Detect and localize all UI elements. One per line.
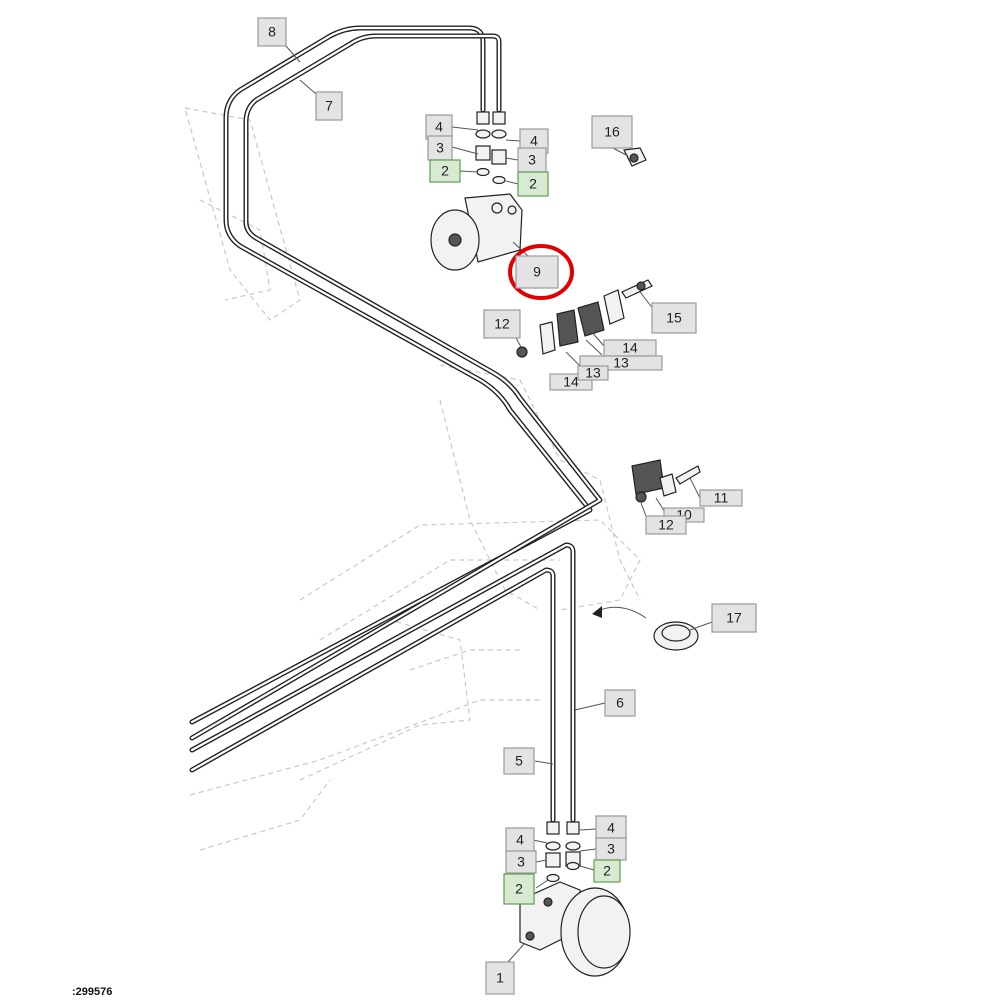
callout-box: [483, 309, 521, 339]
callout-2: 2: [517, 171, 549, 197]
callout-box: [485, 961, 515, 995]
callout-2: 2: [503, 873, 535, 905]
callout-12: 12: [483, 309, 521, 339]
callout-number: 14: [563, 374, 579, 390]
callout-number: 2: [515, 881, 523, 897]
callout-7: 7: [315, 91, 343, 121]
callout-box: [517, 147, 547, 173]
callout-4: 4: [425, 114, 453, 140]
hydraulic-line-8: [189, 25, 593, 725]
callout-3: 3: [505, 850, 537, 874]
elbow-fitting-16: [623, 147, 647, 167]
callout-9: 9: [515, 255, 559, 289]
callout-box: [591, 115, 633, 149]
direction-arrow: [594, 606, 647, 619]
clamp-assembly-upper: [516, 279, 653, 358]
callout-5: 5: [503, 747, 535, 775]
callout-box: [429, 159, 461, 183]
callout-number: 4: [516, 832, 524, 848]
callout-number: 11: [714, 490, 729, 506]
callout-11: 11: [699, 489, 743, 507]
callout-6: 6: [604, 689, 636, 717]
callout-number: 1: [496, 970, 504, 986]
callout-number: 3: [436, 140, 444, 156]
ghost-frame: [184, 107, 641, 851]
callout-box: [651, 302, 697, 334]
hydraulic-line-6: [189, 542, 576, 823]
callout-number: 12: [658, 517, 674, 533]
callout-3: 3: [595, 837, 627, 861]
clamp-assembly-lower: [631, 459, 701, 503]
callout-number: 14: [622, 340, 638, 356]
callout-number: 16: [604, 124, 620, 140]
callout-number: 7: [325, 98, 333, 114]
highlight-circle: [508, 244, 574, 300]
hydraulic-motor-part-9: [430, 193, 523, 271]
callout-number: 2: [603, 863, 611, 879]
callout-2: 2: [429, 159, 461, 183]
callout-number: 12: [494, 316, 510, 332]
callout-box: [425, 114, 453, 140]
callout-box: [593, 859, 621, 883]
callout-number: 17: [726, 610, 742, 626]
callout-box: [604, 689, 636, 717]
callout-8: 8: [257, 17, 287, 47]
lower-fittings: [545, 821, 581, 883]
callout-box: [595, 815, 627, 841]
callout-16: 16: [591, 115, 633, 149]
callout-box: [645, 515, 687, 535]
callout-box: [503, 747, 535, 775]
callout-number: 9: [533, 264, 541, 280]
callout-14: 14: [603, 339, 657, 357]
callout-number: 2: [441, 163, 449, 179]
callout-4: 4: [595, 815, 627, 841]
callout-number: 2: [529, 176, 537, 192]
callout-box: [505, 850, 537, 874]
callout-13: 13: [577, 365, 609, 381]
callout-17: 17: [711, 603, 757, 633]
callout-4: 4: [505, 827, 535, 853]
callout-number: 6: [616, 695, 624, 711]
upper-fittings: [475, 111, 507, 185]
callout-box: [515, 255, 559, 289]
callout-box: [503, 873, 535, 905]
callout-15: 15: [651, 302, 697, 334]
callout-2: 2: [593, 859, 621, 883]
callout-box: [711, 603, 757, 633]
callout-box: [315, 91, 343, 121]
callout-number: 4: [607, 820, 615, 836]
callout-number: 8: [268, 24, 276, 40]
grommet-17: [592, 606, 699, 651]
callout-number: 4: [530, 133, 538, 149]
callout-box: [577, 365, 609, 381]
callout-3: 3: [427, 135, 453, 161]
callout-number: 3: [517, 854, 525, 870]
callout-1: 1: [485, 961, 515, 995]
hydraulic-line-5: [189, 567, 556, 823]
callout-box: [257, 17, 287, 47]
callout-box: [517, 171, 549, 197]
callout-number: 13: [613, 355, 629, 371]
callout-number: 3: [528, 152, 536, 168]
callout-number: 3: [607, 841, 615, 857]
callout-box: [699, 489, 743, 507]
pump-part-1: [519, 881, 631, 977]
callout-number: 13: [585, 365, 601, 381]
callout-3: 3: [517, 147, 547, 173]
callout-number: 4: [435, 119, 443, 135]
callout-number: 15: [666, 310, 682, 326]
reference-id: :299576: [72, 986, 113, 998]
callout-number: 5: [515, 753, 523, 769]
hydraulic-line-7: [189, 33, 603, 741]
callout-box: [505, 827, 535, 853]
callout-12: 12: [645, 515, 687, 535]
